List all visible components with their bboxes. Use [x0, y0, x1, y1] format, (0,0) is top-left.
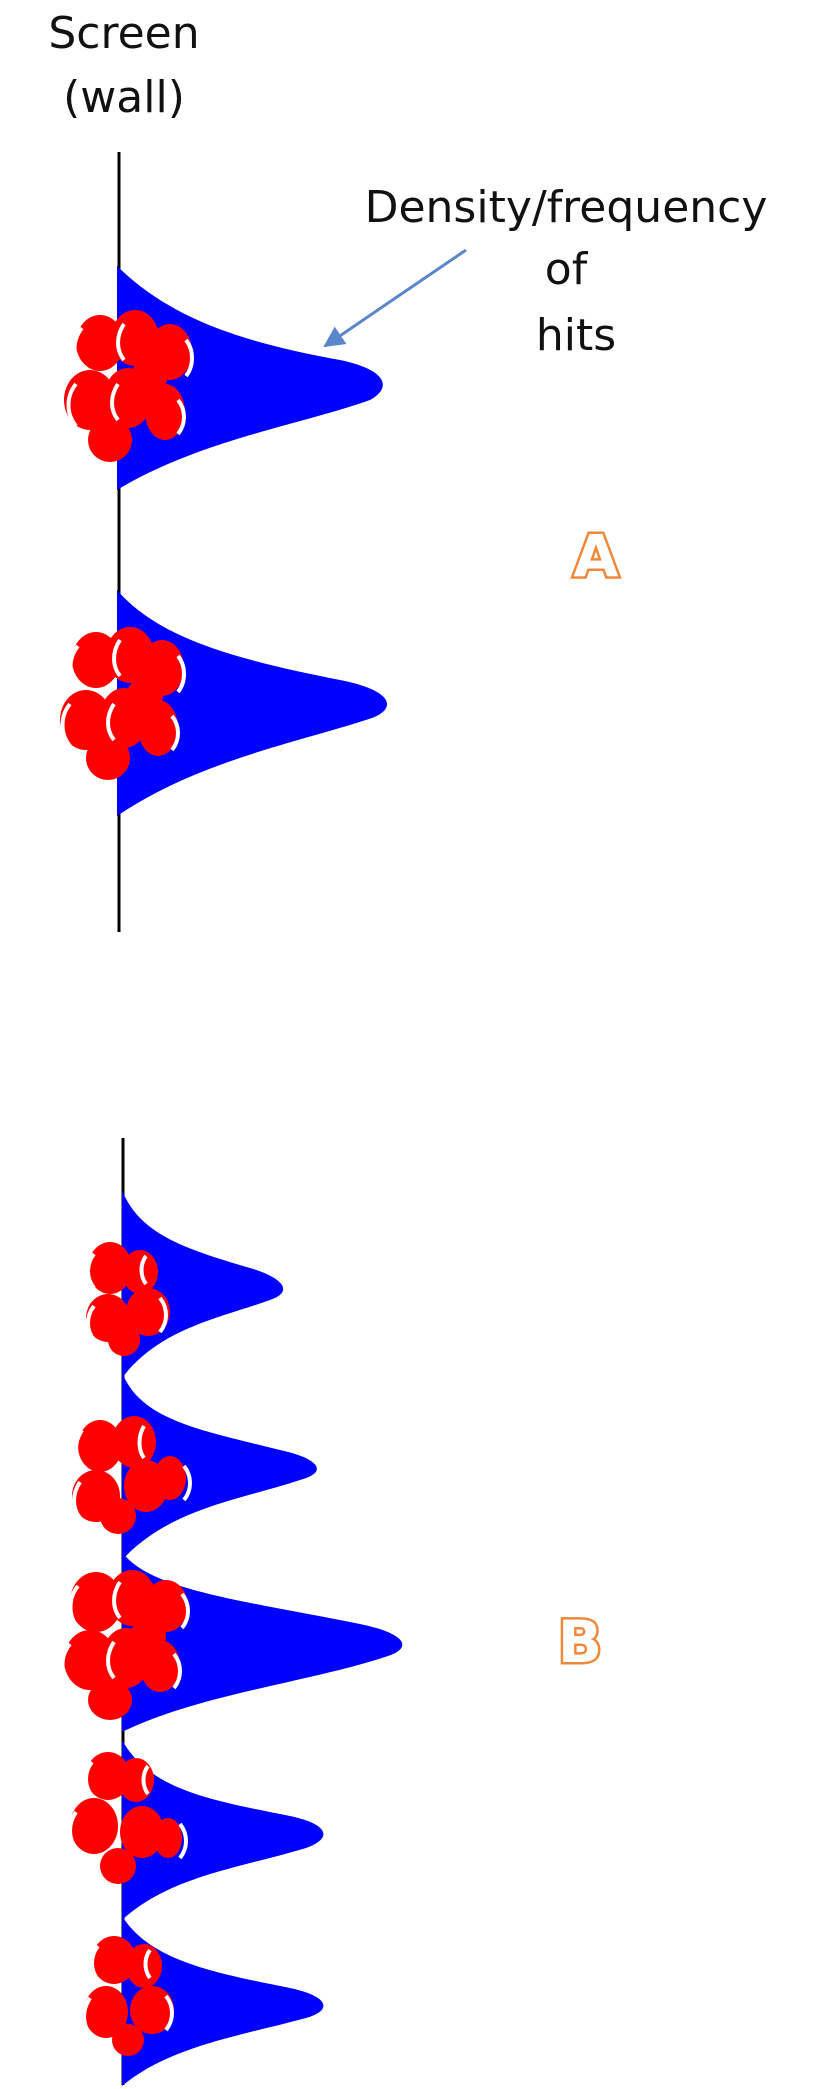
hit-mark [132, 357, 168, 393]
hit-mark [127, 677, 163, 713]
screen-label-line1: Screen [48, 8, 199, 59]
hit-mark [112, 1416, 156, 1468]
hit-mark [70, 1798, 118, 1854]
density-label-line3: hits [536, 310, 616, 361]
hit-mark [108, 1324, 140, 1356]
hit-mark [154, 1456, 186, 1500]
panel-label-b: B [558, 1608, 602, 1676]
hit-mark [130, 1618, 166, 1654]
screen-label-line2: (wall) [63, 72, 185, 123]
hit-mark [112, 2024, 144, 2056]
peak-group-b2 [72, 1372, 317, 1560]
hit-mark [100, 1498, 136, 1534]
peak-group-b5 [84, 1916, 323, 2086]
density-pointer-arrow [325, 250, 466, 346]
density-label-line2: of [545, 244, 589, 295]
hit-mark [154, 1818, 182, 1858]
hit-mark [88, 1680, 132, 1720]
panel-label-a: A [574, 522, 619, 590]
peak-group-a1 [64, 266, 383, 490]
peak-group-b3 [63, 1552, 403, 1732]
hit-mark [118, 1758, 154, 1802]
panel-b: B [63, 1190, 603, 2086]
peak-group-a2 [60, 590, 387, 816]
hit-mark [100, 1848, 136, 1884]
hit-mark [88, 418, 132, 462]
peak-group-b4 [70, 1740, 323, 1920]
hit-mark [86, 736, 130, 780]
panel-a: A [60, 266, 619, 816]
peak-group-b1 [86, 1190, 283, 1378]
density-label-line1: Density/frequency [365, 182, 768, 233]
